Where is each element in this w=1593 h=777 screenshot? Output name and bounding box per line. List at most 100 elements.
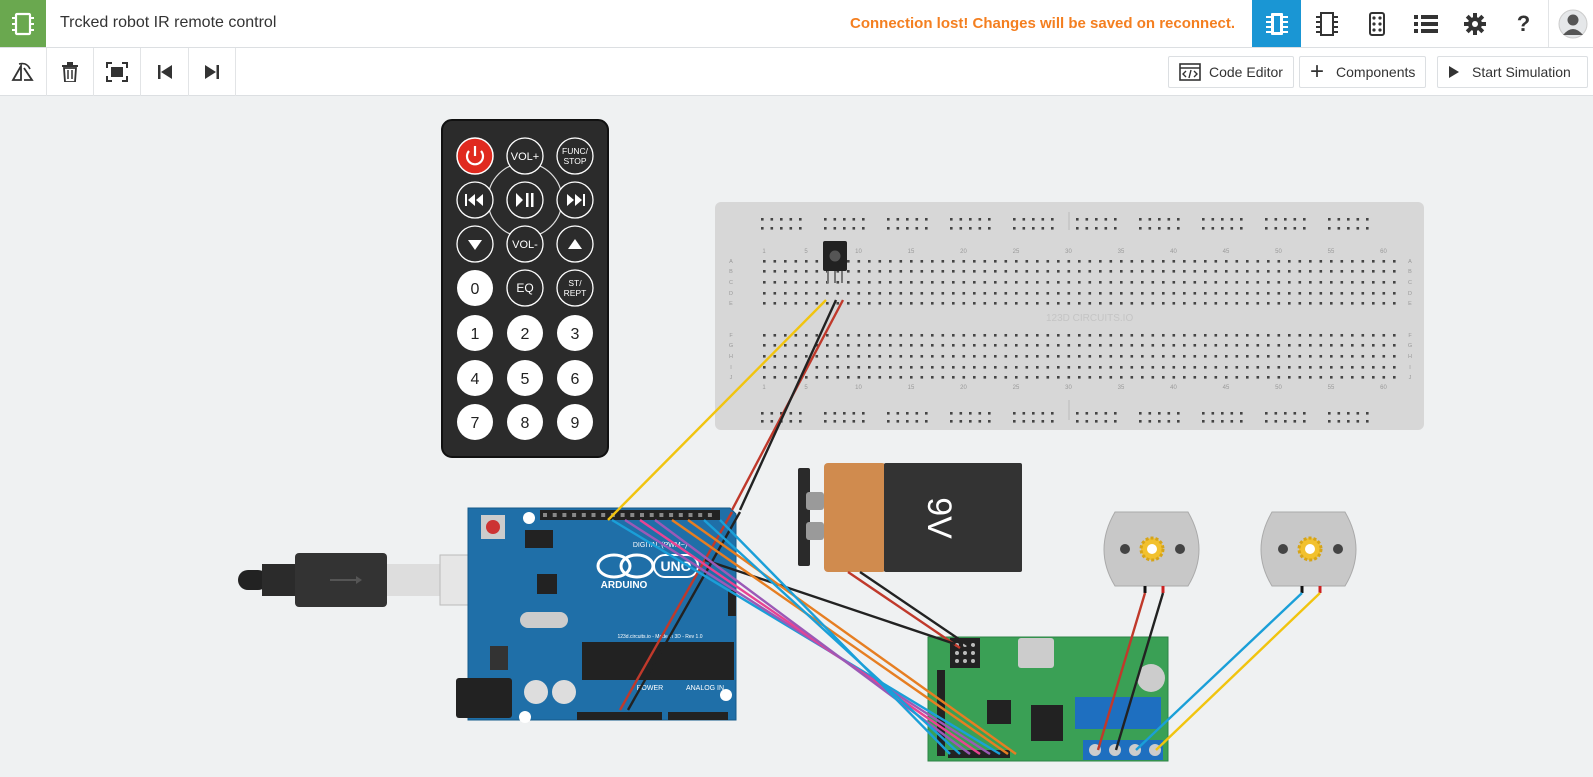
breadboard-view-button[interactable] <box>1252 0 1301 47</box>
breadboard-hole[interactable] <box>836 344 840 347</box>
breadboard-hole[interactable] <box>1099 260 1102 263</box>
breadboard-hole[interactable] <box>1167 412 1171 415</box>
breadboard-hole[interactable] <box>1298 355 1302 358</box>
breadboard-hole[interactable] <box>1088 292 1092 295</box>
breadboard-hole[interactable] <box>826 376 829 379</box>
breadboard-hole[interactable] <box>910 366 913 369</box>
breadboard-hole[interactable] <box>799 218 802 221</box>
breadboard-hole[interactable] <box>1025 260 1029 263</box>
breadboard-hole[interactable] <box>1167 218 1171 221</box>
breadboard-hole[interactable] <box>1225 302 1228 305</box>
breadboard-hole[interactable] <box>794 302 798 305</box>
breadboard-hole[interactable] <box>1319 260 1323 263</box>
breadboard-hole[interactable] <box>920 376 924 379</box>
breadboard-hole[interactable] <box>1036 302 1039 305</box>
breadboard-hole[interactable] <box>1274 227 1278 230</box>
breadboard-hole[interactable] <box>1267 302 1270 305</box>
breadboard-hole[interactable] <box>889 281 892 284</box>
breadboard-hole[interactable] <box>1361 292 1365 295</box>
breadboard-hole[interactable] <box>1267 376 1270 379</box>
breadboard-hole[interactable] <box>1225 376 1228 379</box>
breadboard-hole[interactable] <box>836 376 840 379</box>
breadboard-hole[interactable] <box>843 420 846 423</box>
breadboard-hole[interactable] <box>962 334 966 337</box>
breadboard-hole[interactable] <box>1337 412 1341 415</box>
breadboard-hole[interactable] <box>1158 218 1161 221</box>
breadboard-hole[interactable] <box>1204 270 1207 273</box>
breadboard-hole[interactable] <box>1340 260 1344 263</box>
digit-9-button[interactable]: 9 <box>557 404 593 440</box>
breadboard-hole[interactable] <box>1214 270 1218 273</box>
breadboard-hole[interactable] <box>1109 302 1113 305</box>
breadboard-hole[interactable] <box>1340 334 1344 337</box>
breadboard-hole[interactable] <box>1172 376 1176 379</box>
breadboard-hole[interactable] <box>1183 366 1186 369</box>
breadboard-hole[interactable] <box>1361 260 1365 263</box>
breadboard-hole[interactable] <box>1130 366 1134 369</box>
breadboard-hole[interactable] <box>1328 420 1331 423</box>
breadboard-hole[interactable] <box>1130 355 1134 358</box>
breadboard-hole[interactable] <box>1051 420 1054 423</box>
breadboard-hole[interactable] <box>836 281 840 284</box>
breadboard-hole[interactable] <box>910 270 913 273</box>
breadboard-hole[interactable] <box>1382 302 1386 305</box>
breadboard-hole[interactable] <box>784 355 787 358</box>
eq-button[interactable]: EQ <box>506 269 544 307</box>
breadboard-hole[interactable] <box>1183 260 1186 263</box>
breadboard-hole[interactable] <box>1078 281 1081 284</box>
breadboard-hole[interactable] <box>824 227 827 230</box>
breadboard-hole[interactable] <box>887 412 890 415</box>
breadboard-hole[interactable] <box>1382 366 1386 369</box>
breadboard-hole[interactable] <box>773 292 777 295</box>
breadboard-hole[interactable] <box>1046 334 1050 337</box>
breadboard-hole[interactable] <box>994 366 997 369</box>
breadboard-hole[interactable] <box>1267 292 1270 295</box>
breadboard-hole[interactable] <box>962 366 966 369</box>
breadboard-hole[interactable] <box>1298 344 1302 347</box>
breadboard-hole[interactable] <box>784 376 787 379</box>
breadboard-hole[interactable] <box>847 344 850 347</box>
breadboard-hole[interactable] <box>1351 281 1354 284</box>
breadboard-hole[interactable] <box>952 270 955 273</box>
breadboard-hole[interactable] <box>852 218 856 221</box>
breadboard-hole[interactable] <box>857 270 861 273</box>
breadboard-hole[interactable] <box>1041 412 1045 415</box>
breadboard-hole[interactable] <box>1104 420 1108 423</box>
breadboard-hole[interactable] <box>931 292 934 295</box>
breadboard-hole[interactable] <box>962 302 966 305</box>
help-button[interactable]: ? <box>1499 0 1548 47</box>
breadboard-hole[interactable] <box>784 292 787 295</box>
breadboard-hole[interactable] <box>1067 270 1071 273</box>
breadboard-hole[interactable] <box>973 260 976 263</box>
breadboard-hole[interactable] <box>1085 420 1089 423</box>
breadboard-hole[interactable] <box>1330 334 1333 337</box>
breadboard-hole[interactable] <box>899 302 903 305</box>
breadboard-hole[interactable] <box>1057 302 1060 305</box>
breadboard-hole[interactable] <box>1109 355 1113 358</box>
breadboard-hole[interactable] <box>1078 355 1081 358</box>
breadboard-hole[interactable] <box>910 292 913 295</box>
breadboard-hole[interactable] <box>780 227 783 230</box>
breadboard-hole[interactable] <box>889 302 892 305</box>
breadboard-hole[interactable] <box>1340 344 1344 347</box>
breadboard-hole[interactable] <box>1284 227 1287 230</box>
breadboard-hole[interactable] <box>1277 376 1281 379</box>
breadboard-hole[interactable] <box>843 412 846 415</box>
breadboard-hole[interactable] <box>1298 292 1302 295</box>
breadboard-hole[interactable] <box>878 344 882 347</box>
breadboard-hole[interactable] <box>983 366 987 369</box>
breadboard-hole[interactable] <box>994 376 997 379</box>
breadboard-hole[interactable] <box>1202 227 1205 230</box>
breadboard-hole[interactable] <box>973 366 976 369</box>
breadboard-hole[interactable] <box>925 412 928 415</box>
breadboard-hole[interactable] <box>1277 260 1281 263</box>
breadboard-hole[interactable] <box>1230 218 1234 221</box>
breadboard-hole[interactable] <box>1172 292 1176 295</box>
breadboard-hole[interactable] <box>1202 412 1205 415</box>
breadboard-hole[interactable] <box>941 376 945 379</box>
breadboard-hole[interactable] <box>815 281 819 284</box>
breadboard-hole[interactable] <box>889 355 892 358</box>
breadboard-hole[interactable] <box>1267 281 1270 284</box>
breadboard-hole[interactable] <box>1139 420 1142 423</box>
breadboard-hole[interactable] <box>1104 227 1108 230</box>
